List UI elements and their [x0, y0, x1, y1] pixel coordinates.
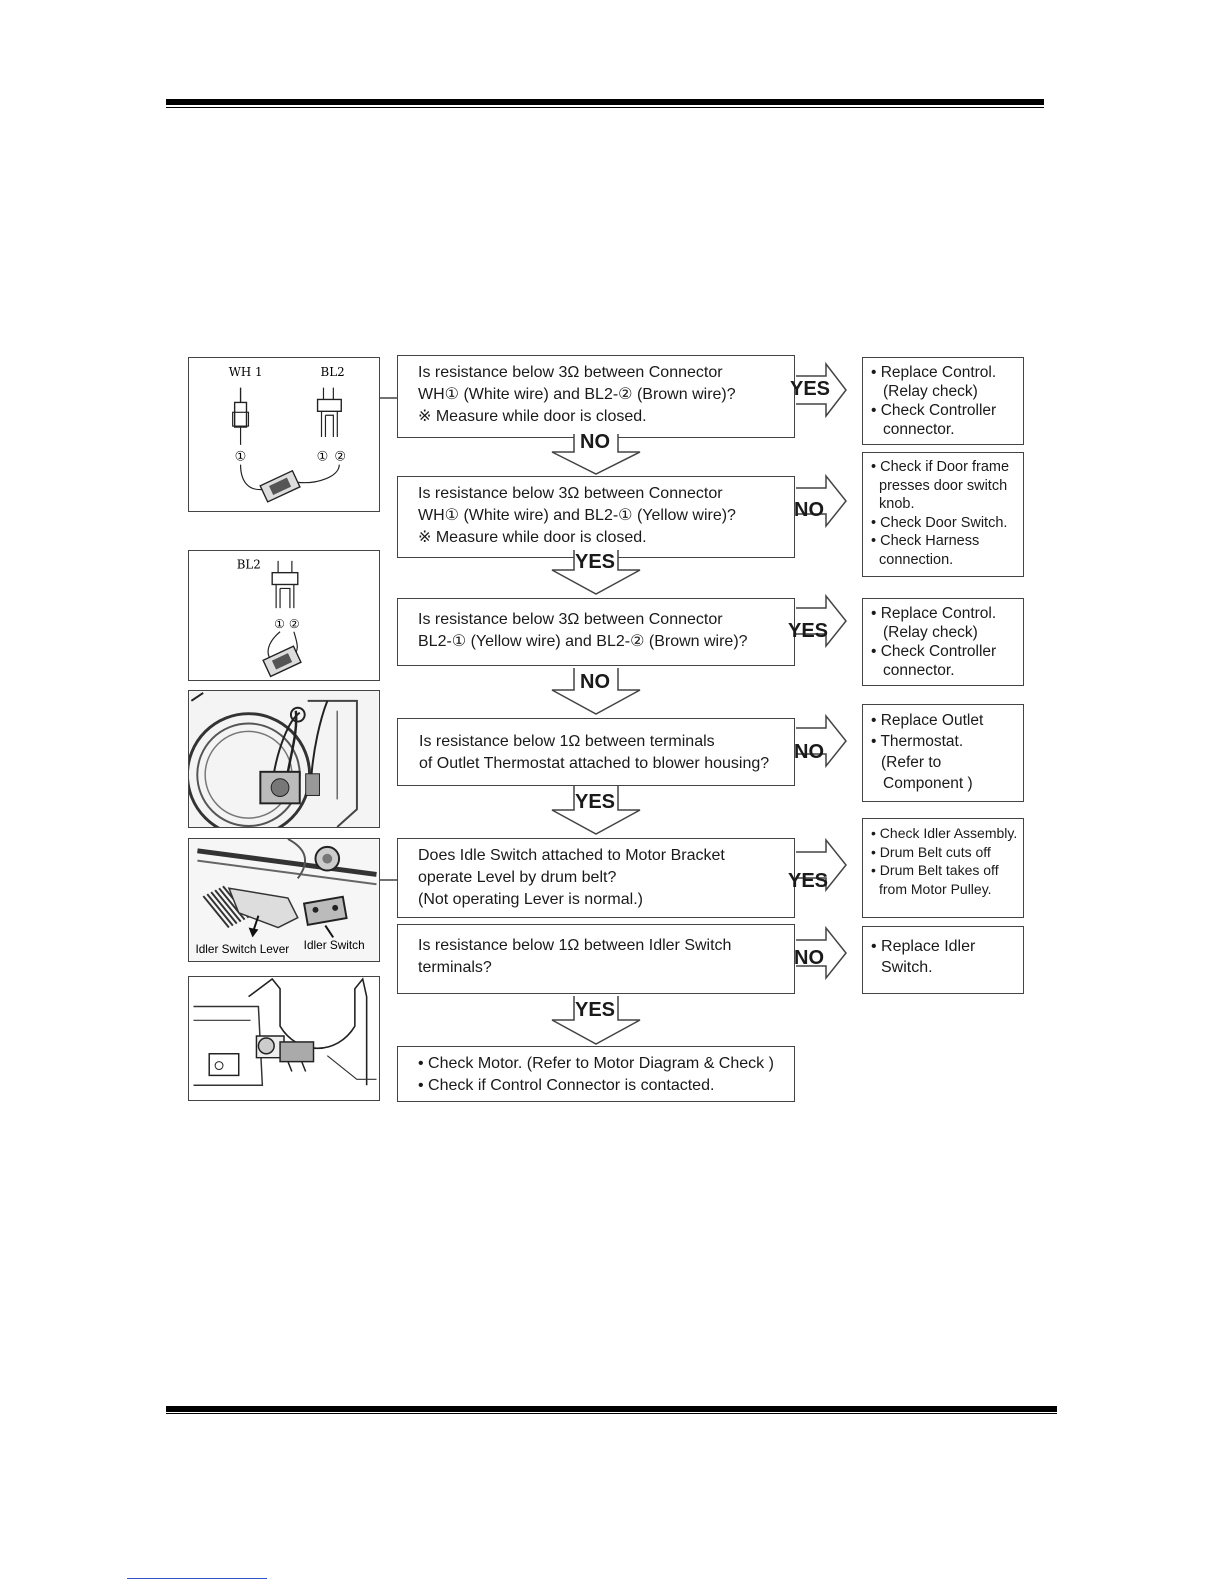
- step6-side-label: NO: [794, 947, 824, 969]
- idler-switch-lever-label: Idler Switch Lever: [195, 942, 289, 956]
- step2-side-label: NO: [794, 499, 824, 521]
- step6-question-line2: terminals?: [418, 959, 492, 976]
- step3-result-line4: connector.: [883, 662, 955, 679]
- step4-question-box: Is resistance below 1Ω between terminals…: [397, 718, 795, 786]
- bl2-mid-label: BL2: [237, 558, 261, 572]
- step1-question-line1: Is resistance below 3Ω between Connector: [418, 364, 723, 381]
- step3-question-line1: Is resistance below 3Ω between Connector: [418, 611, 723, 628]
- step6-question-line1: Is resistance below 1Ω between Idler Swi…: [418, 937, 732, 954]
- step4-result-box: • Replace Outlet • Thermostat. (Refer to…: [862, 704, 1024, 802]
- step2-result-line4: • Check Door Switch.: [871, 514, 1008, 531]
- step2-result-line2: presses door switch: [879, 477, 1008, 494]
- step3-result-line2: (Relay check): [883, 624, 978, 641]
- step5-result-box: • Check Idler Assembly. • Drum Belt cuts…: [862, 818, 1024, 918]
- step5-question-line3: (Not operating Lever is normal.): [418, 891, 643, 908]
- step1-result-line4: connector.: [883, 421, 955, 438]
- motor-bracket-drawing: [188, 976, 380, 1101]
- final-action-box: • Check Motor. (Refer to Motor Diagram &…: [397, 1046, 795, 1102]
- step1-result-line3: • Check Controller: [871, 402, 997, 419]
- footer-link-underline[interactable]: [127, 1578, 267, 1579]
- final-action-line1: • Check Motor. (Refer to Motor Diagram &…: [418, 1055, 774, 1072]
- final-action-line2: • Check if Control Connector is contacte…: [418, 1077, 715, 1094]
- bl2-pin1: ①: [317, 449, 329, 464]
- header-rule: [166, 99, 1044, 105]
- idler-switch-photo: Idler Switch Lever Idler Switch: [188, 838, 380, 962]
- step1-result-line2: (Relay check): [883, 383, 978, 400]
- step3-result-box: • Replace Control. (Relay check) • Check…: [862, 598, 1024, 686]
- step2-question-line3: ※ Measure while door is closed.: [418, 529, 647, 546]
- step1-question-box: Is resistance below 3Ω between Connector…: [397, 355, 795, 438]
- header-rule-thin: [166, 107, 1044, 108]
- step3-result-line3: • Check Controller: [871, 643, 997, 660]
- step6-result-line1: • Replace Idler: [871, 938, 976, 955]
- footer-rule-thin: [166, 1413, 1057, 1414]
- step3-result-line1: • Replace Control.: [871, 605, 997, 622]
- step4-result-line2: • Thermostat.: [871, 733, 964, 750]
- step2-down-label: YES: [575, 551, 616, 574]
- bl2-mid-pin2: ②: [289, 617, 300, 631]
- side-arrows: [796, 361, 847, 981]
- outlet-thermostat-photo: [188, 690, 380, 828]
- wh1-label: WH 1: [229, 365, 263, 379]
- step5-question-line2: operate Level by drum belt?: [418, 869, 617, 886]
- down-arrows: [551, 434, 641, 1045]
- step1-down-label: NO: [580, 431, 610, 454]
- step1-question-line2: WH① (White wire) and BL2-② (Brown wire)?: [418, 386, 736, 403]
- step6-result-box: • Replace Idler Switch.: [862, 926, 1024, 994]
- step4-result-line3: (Refer to: [881, 754, 942, 771]
- step5-question-line1: Does Idle Switch attached to Motor Brack…: [418, 847, 725, 864]
- connector-figure-wh1-bl2: WH 1 BL2 ① ① ②: [188, 357, 380, 512]
- bl2-label: BL2: [321, 365, 345, 379]
- step5-side-label: YES: [788, 870, 829, 892]
- step5-result-line1: • Check Idler Assembly.: [871, 825, 1018, 841]
- step2-question-box: Is resistance below 3Ω between Connector…: [397, 476, 795, 558]
- step2-result-line6: connection.: [879, 551, 954, 568]
- idler-switch-label: Idler Switch: [304, 938, 365, 952]
- step2-result-line1: • Check if Door frame: [871, 459, 1010, 475]
- step4-side-label: NO: [794, 741, 824, 763]
- step2-result-line5: • Check Harness: [871, 533, 980, 549]
- step1-side-label: YES: [790, 378, 831, 400]
- step3-down-label: NO: [580, 671, 610, 694]
- step5-result-line2: • Drum Belt cuts off: [871, 843, 991, 860]
- step6-result-line2: Switch.: [881, 959, 933, 976]
- step3-question-line2: BL2-① (Yellow wire) and BL2-② (Brown wir…: [418, 633, 748, 650]
- step3-question-box: Is resistance below 3Ω between Connector…: [397, 598, 795, 666]
- step2-result-box: • Check if Door frame presses door switc…: [862, 452, 1024, 577]
- bl2-mid-pin1: ①: [274, 617, 285, 631]
- wh1-pin1: ①: [235, 449, 247, 464]
- connector-figure-bl2: BL2 ① ②: [188, 550, 380, 681]
- step1-result-line1: • Replace Control.: [871, 364, 997, 381]
- step5-result-line3: • Drum Belt takes off: [871, 862, 999, 878]
- step5-question-box: Does Idle Switch attached to Motor Brack…: [397, 838, 795, 918]
- step2-result-line3: knob.: [879, 496, 915, 512]
- step1-result-box: • Replace Control. (Relay check) • Check…: [862, 357, 1024, 445]
- step2-question-line2: WH① (White wire) and BL2-① (Yellow wire)…: [418, 507, 736, 524]
- step5-result-line4: from Motor Pulley.: [879, 880, 992, 897]
- step4-result-line4: Component ): [883, 775, 973, 792]
- bl2-pin2: ②: [334, 449, 346, 464]
- step4-result-line1: • Replace Outlet: [871, 712, 984, 729]
- step2-question-line1: Is resistance below 3Ω between Connector: [418, 485, 723, 502]
- step6-down-label: YES: [575, 999, 616, 1022]
- step6-question-box: Is resistance below 1Ω between Idler Swi…: [397, 924, 795, 994]
- step1-question-line3: ※ Measure while door is closed.: [418, 408, 647, 425]
- footer-rule: [166, 1406, 1057, 1412]
- step4-question-line1: Is resistance below 1Ω between terminals: [419, 733, 715, 750]
- step4-question-line2: of Outlet Thermostat attached to blower …: [419, 755, 770, 772]
- figure-connector-lines: [380, 397, 398, 881]
- step4-down-label: YES: [575, 791, 616, 814]
- step3-side-label: YES: [788, 620, 829, 642]
